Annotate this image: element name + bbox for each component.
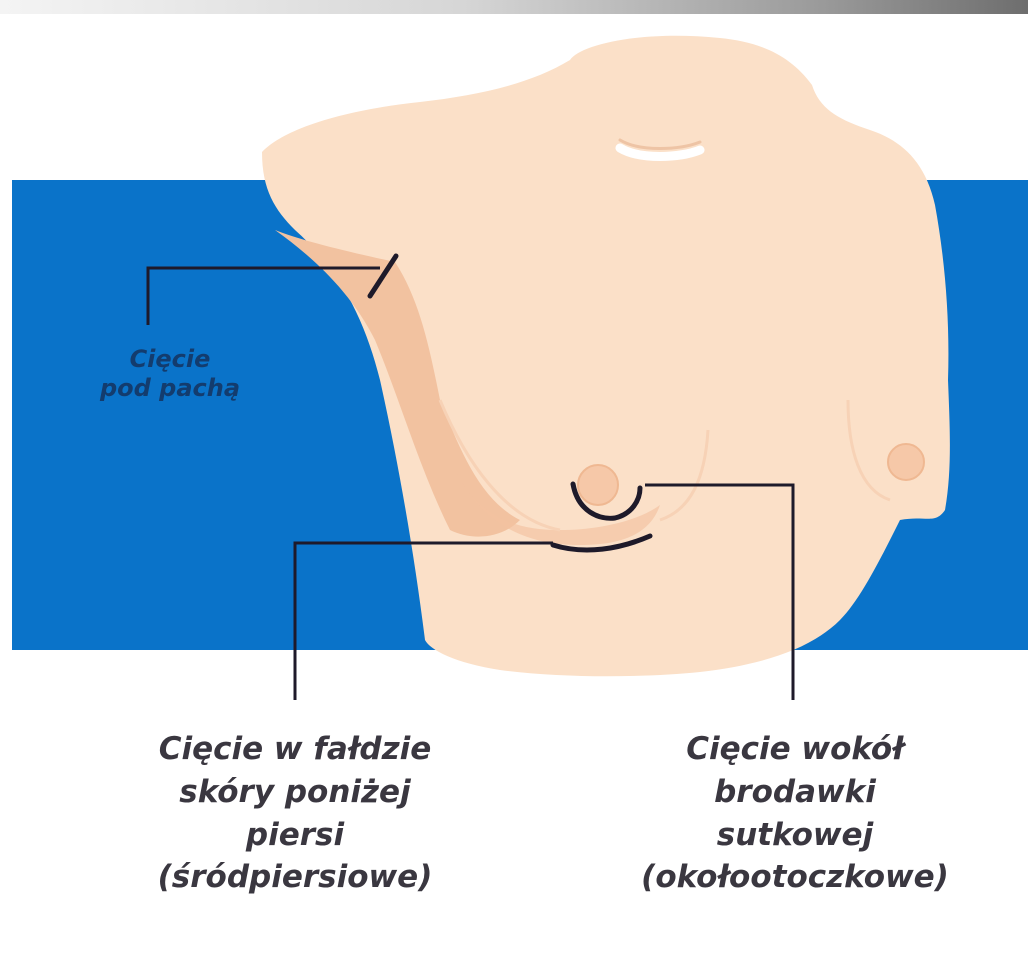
armpit-incision-label: Cięcie pod pachą [70,345,270,404]
inframammary-label-line-2: skóry poniżej [130,771,460,814]
armpit-label-line-1: Cięcie [70,345,270,374]
periareolar-incision-label: Cięcie wokół brodawki sutkowej (okołooto… [620,728,970,899]
inframammary-label-line-3: piersi [130,814,460,857]
periareolar-label-line-4: (okołootoczkowe) [620,856,970,899]
periareolar-label-line-1: Cięcie wokół [620,728,970,771]
armpit-label-line-2: pod pachą [70,374,270,403]
left-nipple [578,465,618,505]
inframammary-label-line-1: Cięcie w fałdzie [130,728,460,771]
periareolar-label-line-3: sutkowej [620,814,970,857]
right-nipple [888,444,924,480]
inframammary-incision-label: Cięcie w fałdzie skóry poniżej piersi (ś… [130,728,460,899]
inframammary-label-line-4: (śródpiersiowe) [130,856,460,899]
periareolar-label-line-2: brodawki [620,771,970,814]
